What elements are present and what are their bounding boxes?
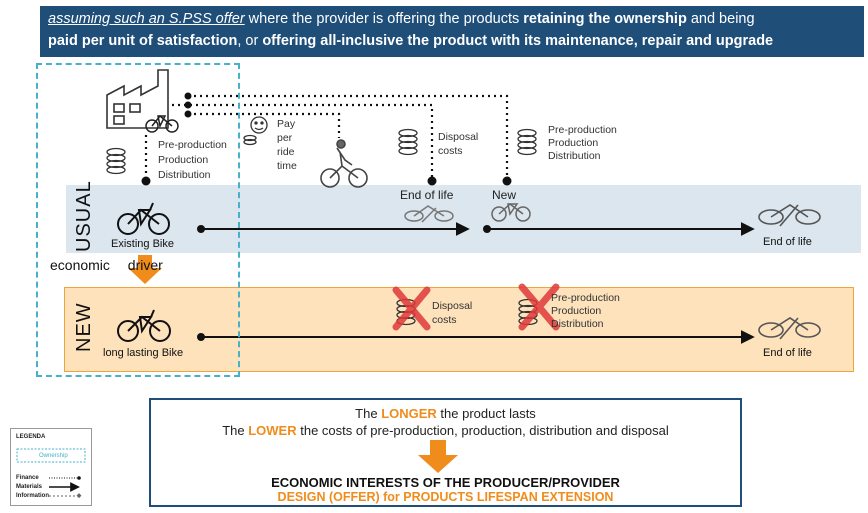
new-label-disposal: Disposal (432, 300, 473, 312)
cyclist-icon (320, 139, 368, 188)
conclusion-line-4: DESIGN (OFFER) for PRODUCTS LIFESPAN EXT… (277, 490, 614, 504)
conclusion-line-1: The LONGER the product lasts (151, 406, 740, 421)
broken-bike-icon-new-end (758, 317, 821, 340)
legend-finance: Finance (16, 475, 39, 481)
new-label: New (492, 188, 517, 202)
materials-arrow-new (197, 330, 755, 344)
finance-lines (144, 94, 509, 181)
usual-band (66, 185, 861, 253)
label-time: time (277, 160, 297, 172)
label-pay: Pay (277, 118, 296, 130)
finance-dots (141, 92, 512, 186)
legend-ownership: Ownership (39, 453, 68, 459)
long-lasting-bike-label: long lasting Bike (103, 347, 184, 359)
usual-row-label: USUAL (73, 180, 95, 252)
conclusion-line-3: ECONOMIC INTERESTS OF THE PRODUCER/PROVI… (271, 475, 620, 490)
legend-materials: Materials (16, 484, 43, 490)
legend: LEGENDA Ownership Finance Materials Info… (10, 428, 92, 506)
factory-icon (106, 69, 169, 129)
label-costs-top: costs (438, 145, 463, 157)
banner-text-ownership: retaining the ownership (523, 11, 687, 27)
coins-icon-2 (398, 128, 418, 156)
top-label-distribution-2: Distribution (548, 150, 601, 162)
top-label-pre-production-2: Pre-production (548, 124, 617, 136)
conclusion-box: The LONGER the product lasts The LOWER t… (149, 398, 742, 507)
label-disposal-top: Disposal (438, 131, 479, 143)
smiley-icon (243, 116, 268, 146)
new-label-production: Production (551, 305, 602, 317)
new-label-pre-production: Pre-production (551, 292, 620, 304)
banner-text-paid: paid per unit of satisfaction (48, 33, 238, 49)
banner-text-2: where the provider is offering the produ… (244, 11, 524, 27)
broken-bike-icon-mid (404, 205, 454, 223)
conclusion-line-1-c: the product lasts (436, 406, 536, 421)
label-ride: ride (277, 146, 295, 158)
top-label-production-2: Production (548, 137, 599, 149)
economic-driver-arrow (128, 255, 162, 284)
economic-driver-label: economic driver (50, 257, 163, 273)
conclusion-lower: LOWER (248, 423, 297, 438)
conclusion-arrow (418, 440, 458, 473)
conclusion-line-2-c: the costs of pre-production, production,… (296, 423, 669, 438)
legend-title: LEGENDA (16, 434, 46, 440)
end-of-life-usual-label: End of life (763, 236, 812, 248)
new-label-costs: costs (432, 314, 457, 326)
top-label-production: Production (158, 154, 209, 166)
bike-icon-factory (145, 114, 179, 133)
conclusion-line-2: The LOWER the costs of pre-production, p… (151, 423, 740, 438)
new-bike-icon (491, 203, 531, 222)
legend-graphics (16, 448, 86, 499)
banner-line-1: assuming such an S.PSS offer where the p… (48, 8, 856, 30)
bike-icon-existing (117, 202, 170, 235)
bike-icon-long-lasting (117, 309, 171, 342)
banner-text-6: , or (237, 33, 263, 49)
conclusion-longer: LONGER (381, 406, 437, 421)
legend-information: Information (16, 493, 49, 499)
coins-icon-3 (517, 128, 537, 156)
materials-arrow-usual-1 (197, 222, 470, 236)
cross-icon-pre-production (518, 283, 560, 331)
conclusion-line-2-a: The (222, 423, 249, 438)
new-band (64, 287, 854, 372)
ownership-box (36, 63, 240, 377)
label-per: per (277, 132, 293, 144)
top-label-pre-production: Pre-production (158, 139, 227, 151)
banner-text-4: and being (686, 11, 755, 27)
banner-line-2: paid per unit of satisfaction, or offeri… (48, 30, 856, 52)
header-banner: assuming such an S.PSS offer where the p… (40, 6, 864, 57)
conclusion-line-1-a: The (355, 406, 382, 421)
end-of-life-new-label: End of life (763, 347, 812, 359)
new-row-label: NEW (73, 302, 95, 352)
cross-icon-disposal (392, 286, 431, 331)
materials-arrow-usual-2 (483, 222, 755, 236)
banner-text-offer: assuming such an S.PSS offer (48, 11, 245, 27)
existing-bike-label: Existing Bike (111, 238, 174, 250)
broken-bike-icon-usual-end (758, 204, 821, 227)
end-of-life-mid-label: End of life (400, 188, 454, 202)
coins-icon-1 (106, 147, 126, 175)
new-label-distribution: Distribution (551, 318, 604, 330)
top-label-distribution: Distribution (158, 169, 211, 181)
banner-text-all-inclusive: offering all-inclusive the product with … (262, 33, 774, 49)
